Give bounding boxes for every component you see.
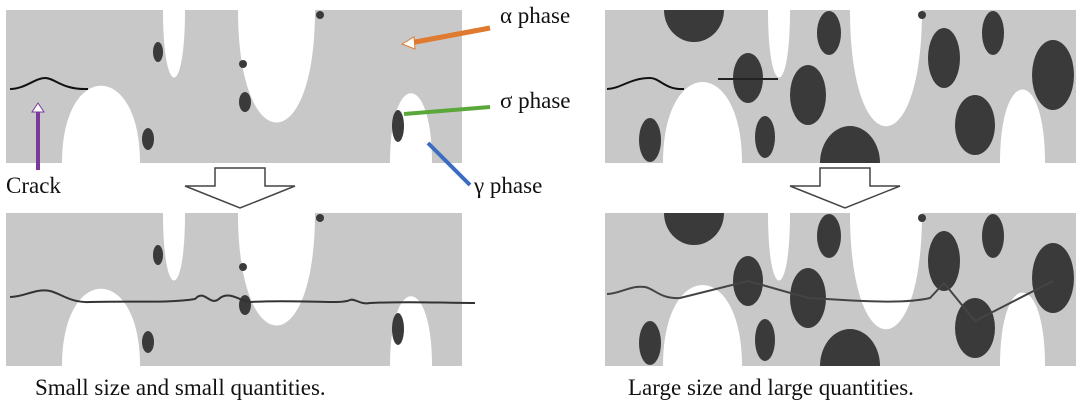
right-top-panel	[605, 10, 1076, 163]
crack-arrow	[31, 102, 45, 170]
gamma-phase-arrow	[426, 141, 472, 187]
crack-label: Crack	[6, 173, 61, 198]
alpha-phase-arrow	[400, 25, 491, 50]
left-bottom-panel	[6, 213, 476, 366]
gamma-phase-label: γ phase	[474, 173, 543, 198]
sigma-phase-label: σ phase	[500, 88, 571, 113]
caption-right: Large size and large quantities.	[628, 375, 914, 400]
left-top-panel	[6, 10, 462, 163]
sigma-phase-arrow	[403, 105, 491, 116]
alpha-phase-label: α phase	[500, 3, 571, 28]
down-arrow-right	[789, 167, 901, 209]
caption-left: Small size and small quantities.	[35, 375, 326, 400]
down-arrow-left	[184, 167, 296, 209]
right-bottom-panel	[605, 213, 1076, 366]
